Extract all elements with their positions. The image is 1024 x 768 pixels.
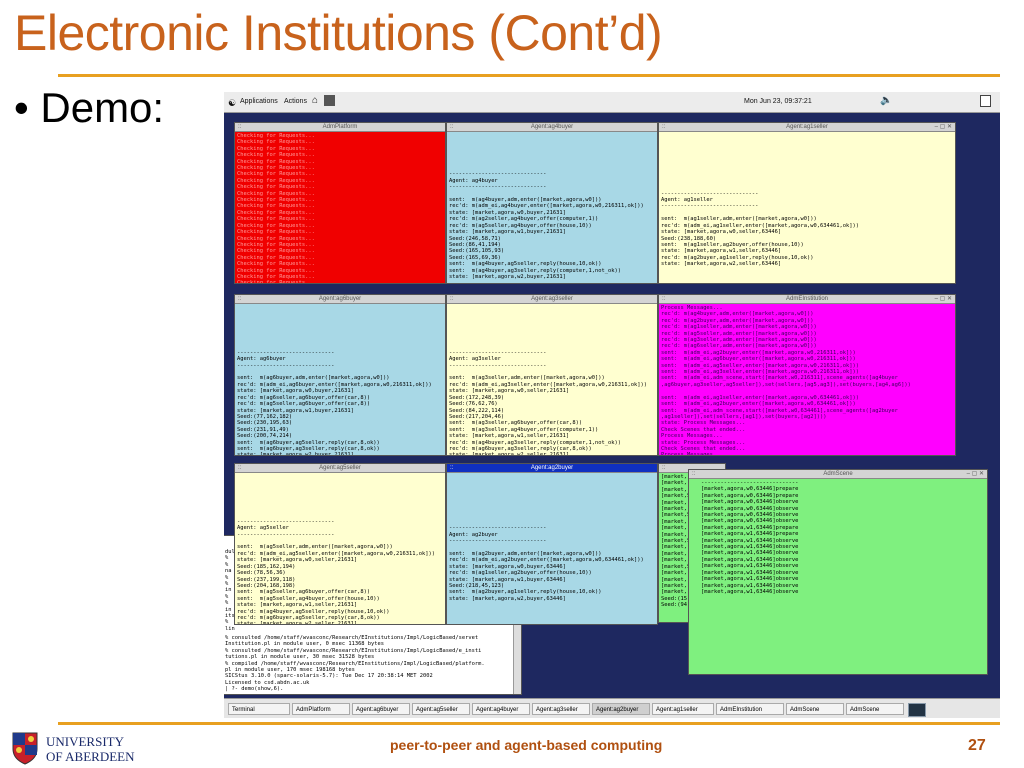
task-ag4buyer[interactable]: Agent:ag4buyer [472,703,530,715]
window-ag6buyer[interactable]: ::Agent:ag6buyer -----------------------… [234,294,446,456]
bullet-text: Demo: [40,84,165,131]
clock: Mon Jun 23, 09:37:21 [744,98,812,105]
window-ag2buyer[interactable]: ::Agent:ag2buyer -----------------------… [446,463,658,625]
ag3seller-titlebar[interactable]: ::Agent:ag3seller [447,295,657,304]
footer-text: peer-to-peer and agent-based computing [390,737,663,753]
task-admplatform[interactable]: AdmPlatform [292,703,350,715]
window-ag5seller[interactable]: ::Agent:ag5seller ----------------------… [234,463,446,625]
ag5seller-titlebar[interactable]: ::Agent:ag5seller [235,464,445,473]
task-ag3seller[interactable]: Agent:ag3seller [532,703,590,715]
task-ag1seller[interactable]: Agent:ag1seller [652,703,714,715]
bullet-demo: • Demo: [14,84,165,131]
ag2buyer-output: ------------------------------ Agent: ag… [449,525,644,602]
admplatform-titlebar[interactable]: ::AdmPlatform [235,123,445,132]
window-controls-icon: – ▢ ✕ [934,296,952,302]
workspace-pager-icon[interactable] [908,703,926,717]
task-admeinstitution[interactable]: AdmEInstitution [716,703,784,715]
show-desktop-icon[interactable] [980,95,991,107]
ag6buyer-output: ------------------------------ Agent: ag… [237,349,432,456]
desktop-top-panel: ☯ Applications Actions ⌂ Mon Jun 23, 09:… [224,92,1000,113]
admscene-titlebar[interactable]: ::AdmScene– ▢ ✕ [689,470,987,479]
desktop-screenshot: ☯ Applications Actions ⌂ Mon Jun 23, 09:… [224,92,1000,718]
taskbar: Terminal AdmPlatform Agent:ag6buyer Agen… [224,698,1000,718]
window-controls-icon: – ▢ ✕ [966,471,984,477]
admeinstitution-output: Process Messages... rec'd: m(ag4buyer,ad… [661,305,911,456]
task-terminal[interactable]: Terminal [228,703,290,715]
university-name-line1: UNIVERSITY [46,734,124,749]
ag2buyer-titlebar[interactable]: ::Agent:ag2buyer [447,464,657,473]
ag4buyer-titlebar[interactable]: ::Agent:ag4buyer [447,123,657,132]
ag3seller-output: ------------------------------ Agent: ag… [449,349,647,456]
footer-rule [58,722,1000,725]
task-ag2buyer[interactable]: Agent:ag2buyer [592,703,650,715]
task-admscene-2[interactable]: AdmScene [846,703,904,715]
terminal-side-output: dul % % na % % in % % in its % lin [225,549,235,632]
university-logo: UNIVERSITY OF ABERDEEN [10,727,140,767]
crest-icon [12,732,38,765]
slide-title: Electronic Institutions (Cont’d) [14,5,663,61]
window-controls-icon: – ▢ ✕ [934,124,952,130]
ag4buyer-output: ------------------------------ Agent: ag… [449,171,644,280]
terminal-launcher-icon[interactable] [324,95,335,106]
home-icon[interactable]: ⌂ [312,95,319,106]
title-rule [58,74,1000,77]
speaker-icon[interactable]: 🔈 [880,95,893,106]
ag5seller-output: ------------------------------ Agent: ag… [237,518,435,625]
admeinstitution-titlebar[interactable]: ::AdmEInstitution– ▢ ✕ [659,295,955,304]
task-ag5seller[interactable]: Agent:ag5seller [412,703,470,715]
admscene-output: ------------------------------ [market,a… [701,480,799,595]
page-number: 27 [968,737,986,754]
task-ag6buyer[interactable]: Agent:ag6buyer [352,703,410,715]
ag1seller-titlebar[interactable]: ::Agent:ag1seller– ▢ ✕ [659,123,955,132]
admplatform-output: Checking for Requests... Checking for Re… [237,133,315,284]
terminal-output: % consulted /home/staff/wvasconc/Researc… [225,635,485,694]
window-ag4buyer[interactable]: ::Agent:ag4buyer -----------------------… [446,122,658,284]
window-ag3seller[interactable]: ::Agent:ag3seller ----------------------… [446,294,658,456]
window-admeinstitution[interactable]: ::AdmEInstitution– ▢ ✕ Process Messages.… [658,294,956,456]
ag6buyer-titlebar[interactable]: ::Agent:ag6buyer [235,295,445,304]
menu-applications[interactable]: Applications [240,98,278,105]
footprint-icon[interactable]: ☯ [228,98,237,108]
window-admplatform[interactable]: ::AdmPlatform Checking for Requests... C… [234,122,446,284]
ag1seller-output: ------------------------------ Agent: ag… [661,190,859,268]
window-admscene[interactable]: ::AdmScene– ▢ ✕ ------------------------… [688,469,988,675]
menu-actions[interactable]: Actions [284,98,307,105]
task-admscene-1[interactable]: AdmScene [786,703,844,715]
university-name-line2: OF ABERDEEN [46,749,135,764]
window-ag1seller[interactable]: ::Agent:ag1seller– ▢ ✕ -----------------… [658,122,956,284]
